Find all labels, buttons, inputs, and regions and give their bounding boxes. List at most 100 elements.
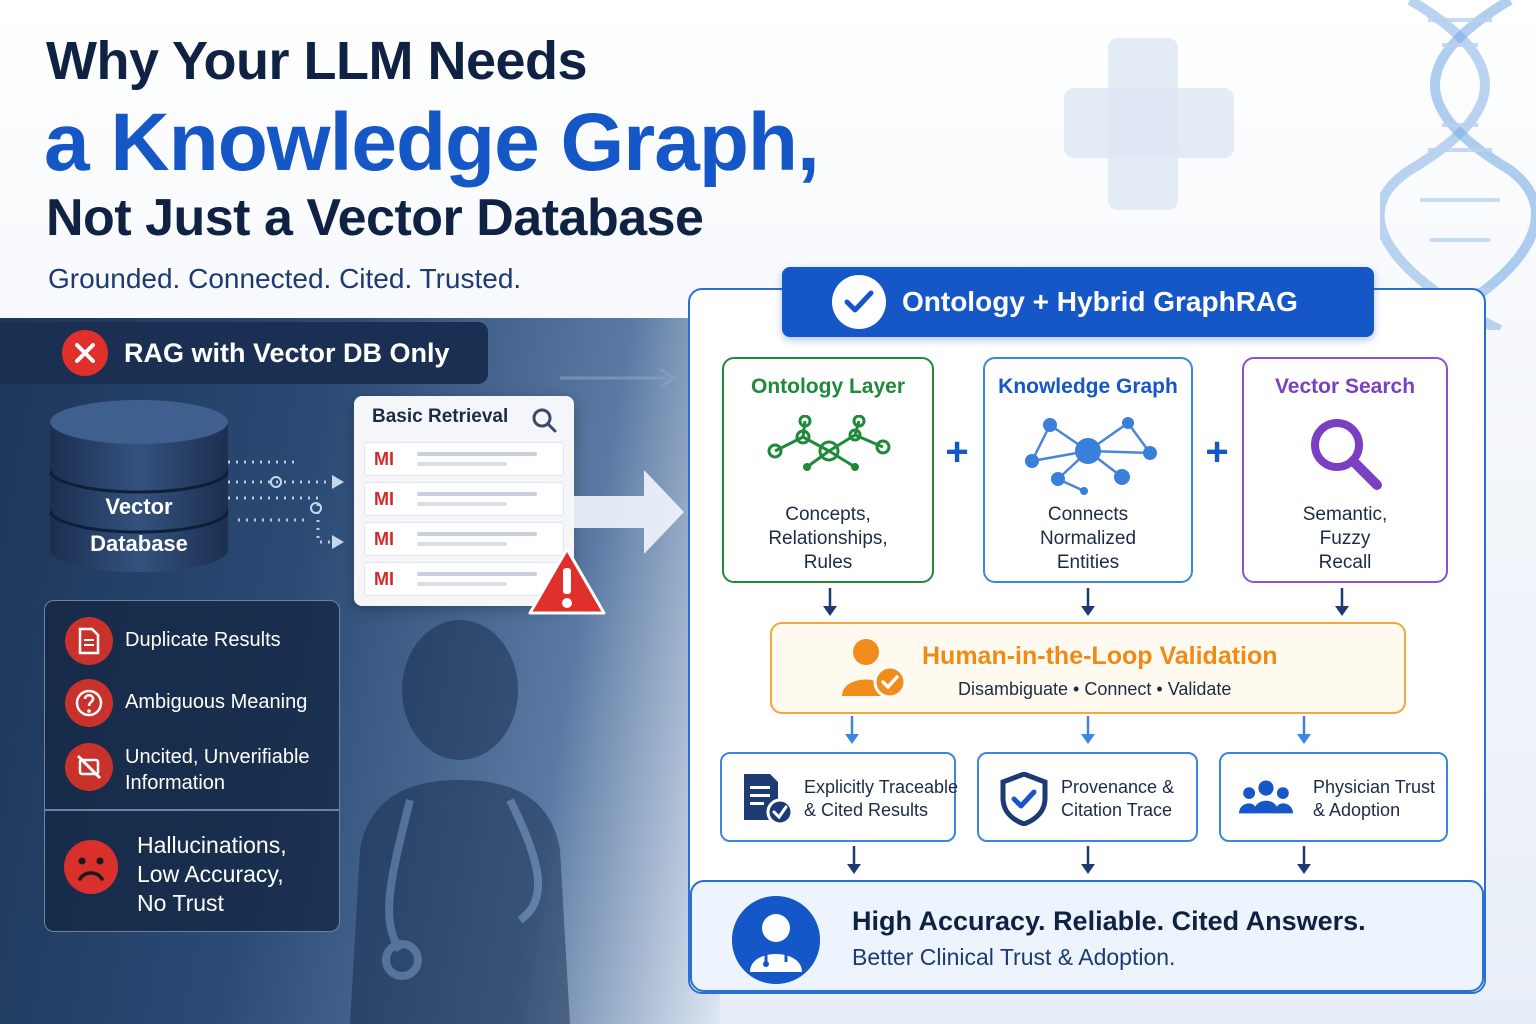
issue-duplicate-results: Duplicate Results <box>125 629 281 651</box>
faint-arrow-icon <box>560 367 677 389</box>
no-citation-icon <box>65 743 113 791</box>
output-text: Physician Trust & Adoption <box>1313 776 1435 822</box>
database-icon <box>50 400 228 572</box>
arrow-down-icon <box>1081 846 1095 874</box>
sad-face-icon <box>64 840 118 894</box>
arrow-down-icon <box>1081 716 1095 744</box>
output-line: & Adoption <box>1313 800 1401 820</box>
arrow-down-icon <box>1335 588 1349 616</box>
cited-document-icon <box>744 774 794 826</box>
dotted-connector <box>228 460 344 549</box>
document-icon <box>65 617 113 665</box>
vector-search-desc: Semantic, Fuzzy Recall <box>1244 503 1446 575</box>
desc-line: Rules <box>803 552 853 573</box>
plus-icon: + <box>1205 430 1229 474</box>
result-code: MI <box>374 529 394 549</box>
retrieval-title: Basic Retrieval <box>372 406 509 427</box>
output-line: Explicitly Traceable <box>804 777 959 797</box>
issues-divider <box>45 809 339 811</box>
hitl-title: Human-in-the-Loop Validation <box>922 642 1278 670</box>
database-label-line2: Database <box>90 531 188 556</box>
desc-line: Connects <box>1047 504 1129 525</box>
outcome-text: Hallucinations, Low Accuracy, No Trust <box>137 831 287 918</box>
output-line: Provenance & <box>1061 777 1175 797</box>
desc-line: Relationships, <box>768 528 888 549</box>
output-card-traceable: Explicitly Traceable & Cited Results <box>720 752 958 842</box>
desc-line: Entities <box>1056 552 1120 573</box>
final-subtitle: Better Clinical Trust & Adoption. <box>852 944 1176 970</box>
warning-icon <box>528 547 606 615</box>
vector-search-card: Vector Search Semantic, Fuzzy Recall <box>1242 357 1448 583</box>
arrow-down-icon <box>1081 588 1095 616</box>
final-outcome-box: High Accuracy. Reliable. Cited Answers. … <box>690 880 1484 992</box>
ontology-network-icon <box>767 415 891 471</box>
knowledge-graph-title: Knowledge Graph <box>998 375 1178 398</box>
result-code: MI <box>374 449 394 469</box>
issue-uncited-line2: Information <box>125 772 226 794</box>
subtitle: Grounded. Connected. Cited. Trusted. <box>48 263 522 294</box>
desc-line: Concepts, <box>785 504 871 525</box>
knowledge-graph-desc: Connects Normalized Entities <box>985 503 1191 575</box>
output-card-trust: Physician Trust & Adoption <box>1219 752 1448 842</box>
ontology-layer-desc: Concepts, Relationships, Rules <box>724 503 932 575</box>
ontology-layer-title: Ontology Layer <box>750 375 906 398</box>
knowledge-graph-card: Knowledge Graph Connects Normalized Enti… <box>983 357 1193 583</box>
result-code: MI <box>374 489 394 509</box>
desc-line: Recall <box>1318 552 1372 573</box>
user-check-icon <box>842 639 907 699</box>
output-text: Provenance & Citation Trace <box>1061 776 1174 822</box>
dna-helix-decoration <box>1380 0 1536 330</box>
magnifier-icon <box>1311 419 1382 490</box>
human-in-loop-box: Human-in-the-Loop Validation Disambiguat… <box>770 622 1406 714</box>
plus-icon: + <box>945 430 969 474</box>
hitl-subtitle: Disambiguate • Connect • Validate <box>958 679 1232 699</box>
output-line: & Cited Results <box>804 800 929 820</box>
retrieval-result-row: MI <box>364 482 564 516</box>
issue-ambiguous-meaning: Ambiguous Meaning <box>125 691 308 713</box>
arrow-down-icon <box>847 846 861 874</box>
search-icon <box>532 408 557 433</box>
retrieval-result-row: MI <box>364 562 564 596</box>
output-line: Citation Trace <box>1061 800 1173 820</box>
result-code: MI <box>374 569 394 589</box>
retrieval-result-row: MI <box>364 522 564 556</box>
ontology-layer-card: Ontology Layer Concepts, Relationships, … <box>722 357 934 583</box>
x-icon <box>62 330 108 376</box>
rag-vector-only-tag: RAG with Vector DB Only <box>0 322 488 384</box>
title-line-2: a Knowledge Graph, <box>44 97 820 188</box>
knowledge-graph-icon <box>1025 417 1157 495</box>
arrow-down-icon <box>845 716 859 744</box>
final-title: High Accuracy. Reliable. Cited Answers. <box>852 906 1366 936</box>
desc-line: Semantic, <box>1302 504 1388 525</box>
arrow-down-icon <box>823 588 837 616</box>
rag-tag-label: RAG with Vector DB Only <box>124 337 450 368</box>
outcome-line-2: Low Accuracy, <box>137 861 284 887</box>
shield-check-icon <box>1000 772 1048 826</box>
outcome-line-1: Hallucinations, <box>137 832 287 858</box>
checkmark-icon <box>832 275 886 329</box>
question-icon <box>65 679 113 727</box>
database-label-line1: Vector <box>105 494 173 519</box>
retrieval-result-row: MI <box>364 442 564 476</box>
graphrag-header: Ontology + Hybrid GraphRAG <box>782 267 1374 337</box>
basic-retrieval-card: Basic Retrieval MI MI MI MI <box>354 396 574 606</box>
outcome-line-3: No Trust <box>137 890 224 916</box>
vector-search-title: Vector Search <box>1274 375 1416 398</box>
medical-cross-decoration-h <box>1064 88 1234 158</box>
title-line-1: Why Your LLM Needs <box>46 31 588 91</box>
title-line-3: Not Just a Vector Database <box>46 189 704 247</box>
transition-arrow-icon <box>574 470 684 554</box>
arrow-down-icon <box>1297 716 1311 744</box>
output-text: Explicitly Traceable & Cited Results <box>804 776 958 822</box>
graphrag-header-label: Ontology + Hybrid GraphRAG <box>902 286 1298 317</box>
doctor-avatar-icon <box>732 896 820 984</box>
output-card-provenance: Provenance & Citation Trace <box>977 752 1198 842</box>
issues-panel: Duplicate Results Ambiguous Meaning Unci… <box>44 600 340 932</box>
output-line: Physician Trust <box>1313 777 1436 797</box>
doctor-silhouette-icon <box>350 620 570 1024</box>
desc-line: Fuzzy <box>1319 528 1371 549</box>
group-icon <box>1239 780 1293 814</box>
arrow-down-icon <box>1297 846 1311 874</box>
desc-line: Normalized <box>1039 528 1137 549</box>
